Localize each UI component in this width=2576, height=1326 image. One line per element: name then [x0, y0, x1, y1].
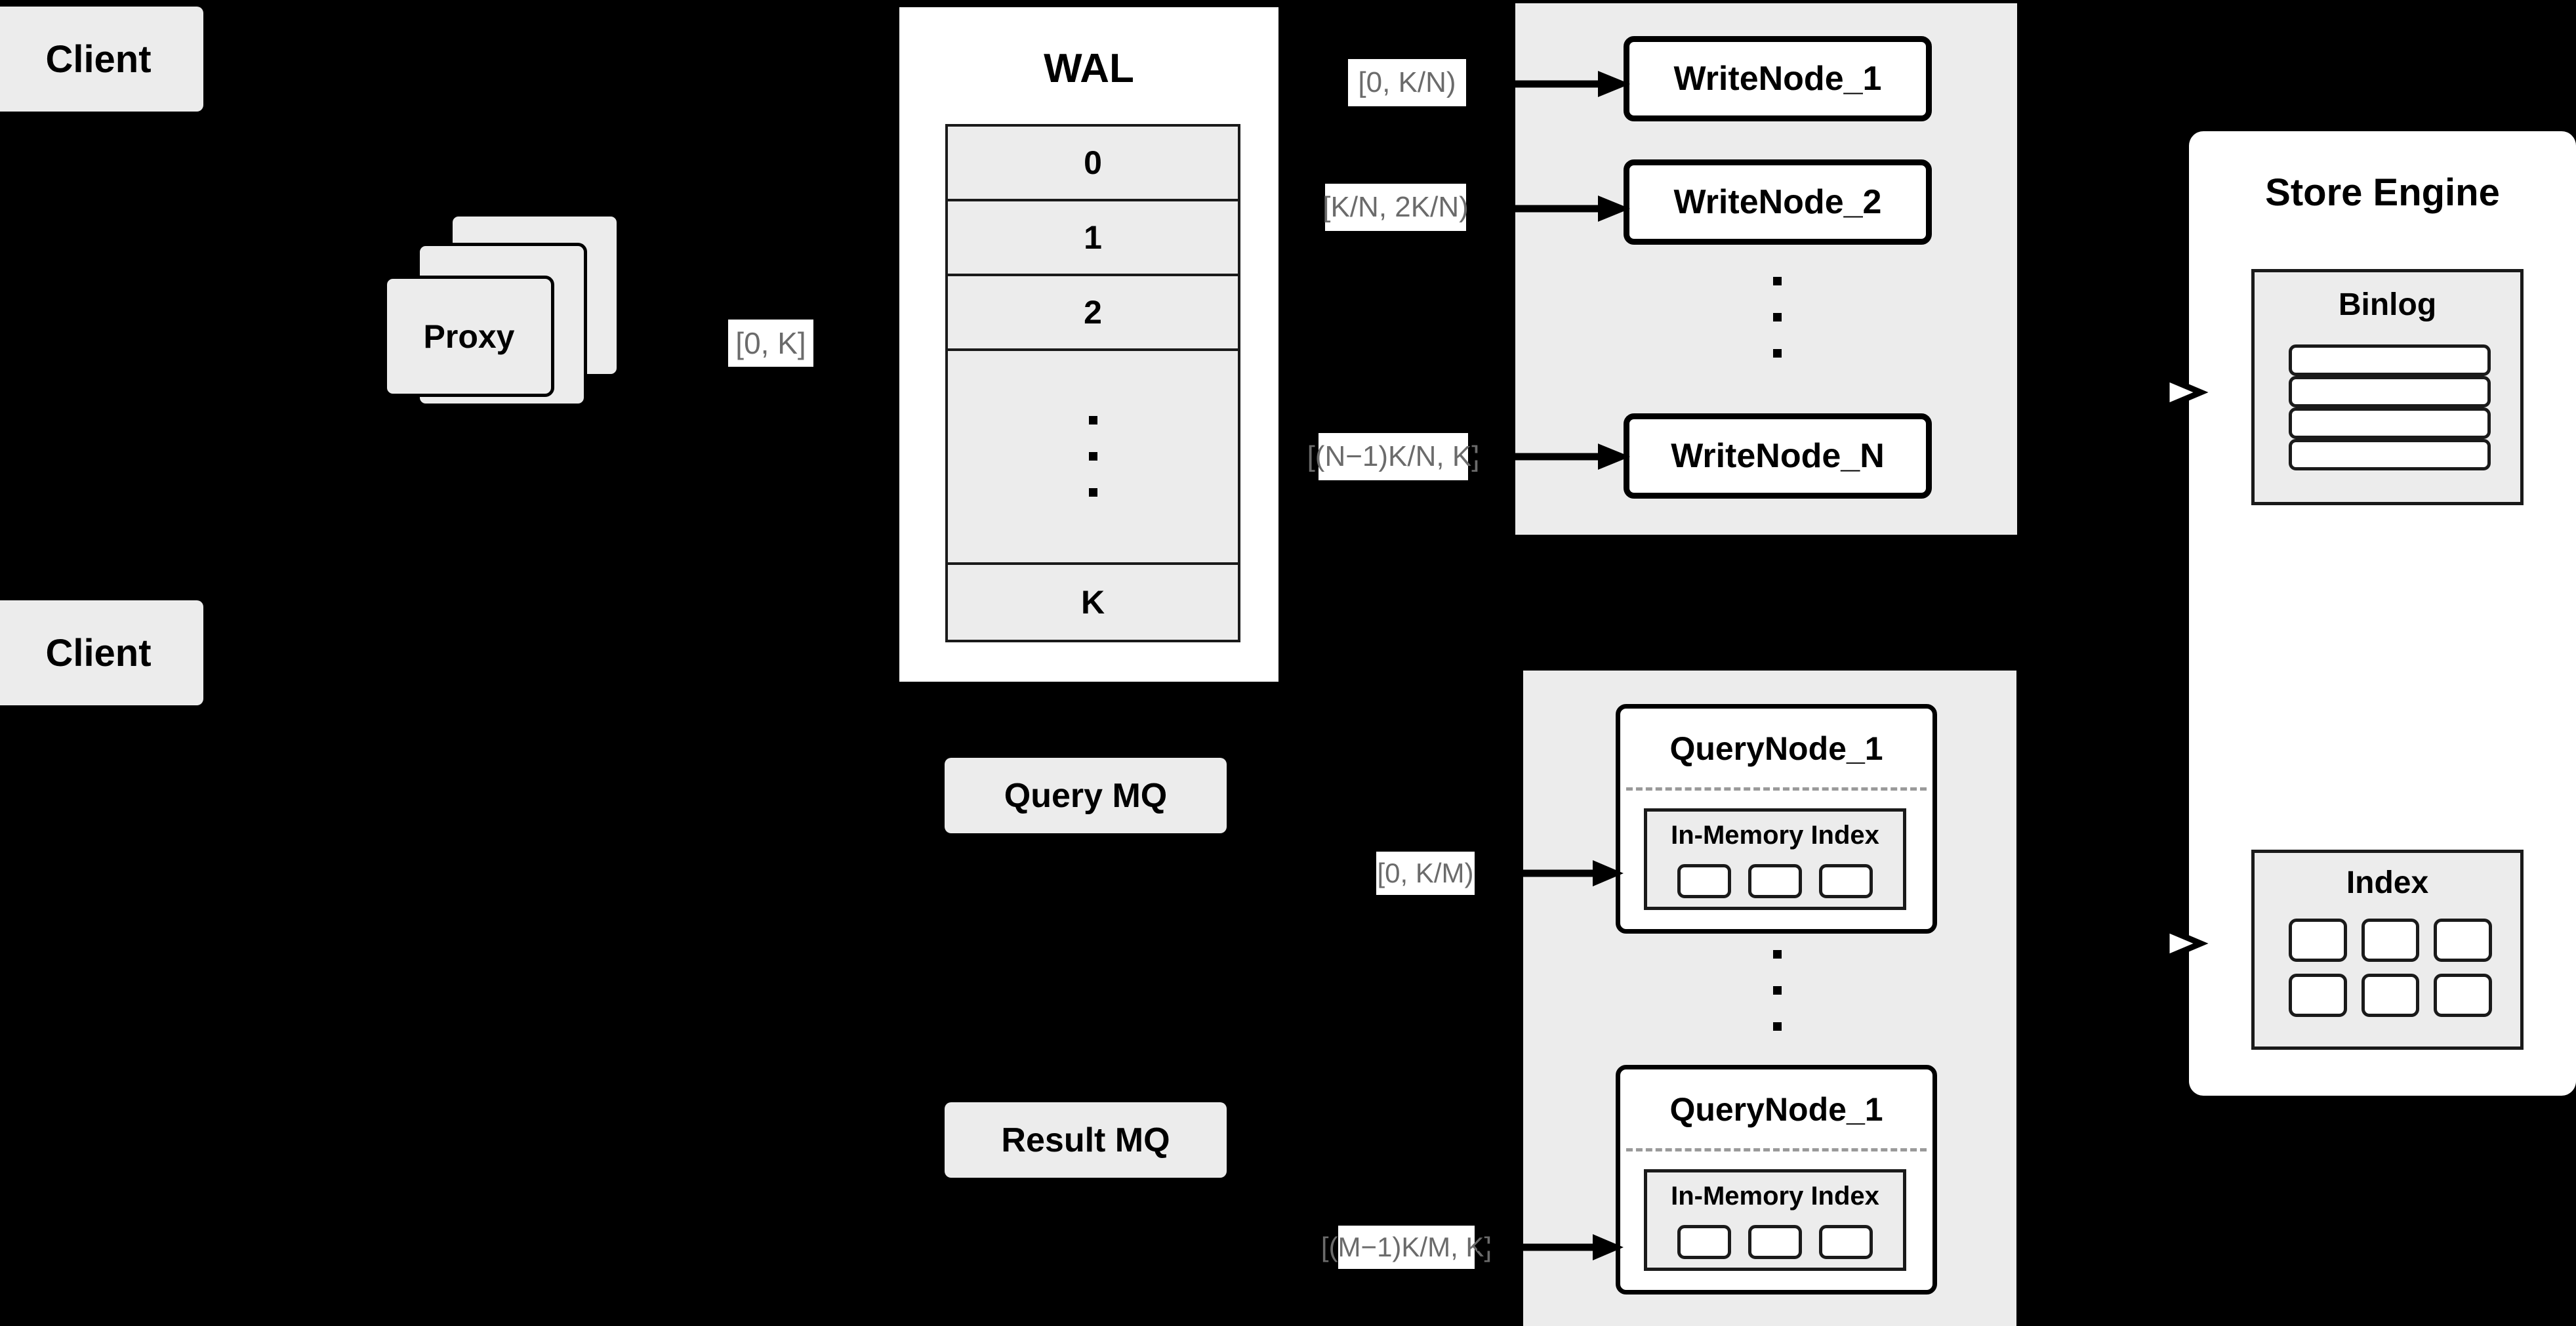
result-mq-box[interactable]: Result MQ — [945, 1102, 1227, 1178]
proxy-label: Proxy — [423, 318, 515, 355]
wal-row-ellipsis — [948, 350, 1238, 566]
index-chip[interactable] — [1819, 864, 1873, 898]
wal-row-k-label: K — [1080, 584, 1105, 621]
writenode-box-n[interactable]: WriteNode_N — [1624, 413, 1932, 499]
result-mq-label: Result MQ — [1001, 1121, 1170, 1159]
edge-label-wn2-text: [K/N, 2K/N) — [1322, 191, 1469, 223]
client-label-2: Client — [45, 631, 152, 674]
edge-label-wal-to-writenode-1: [0, K/N) — [1348, 59, 1466, 106]
wal-row-0: 0 — [948, 127, 1238, 201]
ellipsis-dot-icon — [1773, 1022, 1782, 1031]
ellipsis-dot-icon — [1773, 986, 1782, 995]
index-chip[interactable] — [1819, 1225, 1873, 1259]
arrow-to-binlog — [2125, 373, 2209, 411]
writenode-cluster-ellipsis — [1773, 277, 1782, 358]
proxy-stack[interactable]: Proxy — [384, 213, 666, 430]
in-memory-index-panel-m: In-Memory Index — [1644, 1169, 1906, 1271]
writenode-label-n: WriteNode_N — [1671, 437, 1885, 475]
index-cell[interactable] — [2361, 919, 2420, 962]
wal-row-0-label: 0 — [1084, 144, 1102, 181]
index-cell[interactable] — [2289, 974, 2347, 1017]
writenode-box-2[interactable]: WriteNode_2 — [1624, 159, 1932, 245]
querynode-divider-m — [1626, 1148, 1927, 1151]
index-cell[interactable] — [2289, 919, 2347, 962]
client-box-2[interactable]: Client — [0, 600, 203, 705]
index-chip[interactable] — [1677, 864, 1731, 898]
ellipsis-dot-icon — [1088, 488, 1097, 497]
querynode-title-1: QueryNode_1 — [1669, 730, 1883, 767]
ellipsis-dot-icon — [1773, 277, 1782, 285]
index-title: Index — [2346, 865, 2429, 900]
index-cell[interactable] — [2434, 974, 2492, 1017]
wal-title: WAL — [1044, 46, 1134, 91]
wal-row-1-label: 1 — [1084, 218, 1102, 256]
in-memory-index-title-m: In-Memory Index — [1671, 1182, 1879, 1211]
wal-row-1: 1 — [948, 201, 1238, 276]
arrow-to-querynode-1 — [1477, 860, 1624, 886]
proxy-box[interactable]: Proxy — [384, 276, 554, 397]
wal-entry-table: 0 1 2 K — [945, 124, 1240, 642]
ellipsis-dot-icon — [1088, 452, 1097, 461]
edge-label-qnm-text: [(M−1)K/M, K] — [1320, 1232, 1492, 1262]
ellipsis-dot-icon — [1773, 349, 1782, 358]
edge-label-wn1-text: [0, K/N) — [1358, 66, 1456, 98]
in-memory-index-title-1: In-Memory Index — [1671, 821, 1879, 850]
querynode-box-1[interactable]: QueryNode_1 In-Memory Index — [1616, 704, 1937, 934]
index-cell[interactable] — [2361, 974, 2420, 1017]
edge-label-mq-to-querynode-m: [(M−1)K/M, K] — [1321, 1226, 1492, 1269]
index-chip[interactable] — [1677, 1225, 1731, 1259]
query-mq-box[interactable]: Query MQ — [945, 758, 1227, 833]
writenode-label-1: WriteNode_1 — [1673, 60, 1882, 98]
wal-panel: WAL 0 1 2 K — [895, 3, 1282, 686]
store-engine-panel: Store Engine Binlog Index — [2189, 131, 2576, 1096]
ellipsis-dot-icon — [1773, 313, 1782, 321]
querynode-box-m[interactable]: QueryNode_1 In-Memory Index — [1616, 1065, 1937, 1295]
index-chip[interactable] — [1748, 1225, 1802, 1259]
edge-label-qn1-text: [0, K/M) — [1377, 858, 1474, 888]
querynode-cluster-ellipsis — [1773, 950, 1782, 1031]
binlog-bar[interactable] — [2289, 376, 2491, 407]
index-chip[interactable] — [1748, 864, 1802, 898]
arrow-to-writenode-n — [1469, 444, 1630, 470]
binlog-panel: Binlog — [2251, 269, 2524, 505]
querynode-title-m: QueryNode_1 — [1669, 1091, 1883, 1128]
query-mq-label: Query MQ — [1004, 776, 1168, 815]
client-label-1: Client — [45, 37, 152, 81]
ellipsis-dot-icon — [1088, 416, 1097, 425]
in-memory-index-chips-1 — [1662, 864, 1889, 898]
binlog-title: Binlog — [2338, 287, 2437, 322]
binlog-bar-stack — [2289, 344, 2491, 470]
edge-label-wal-to-writenode-2: [K/N, 2K/N) — [1322, 184, 1469, 231]
arrow-to-querynode-m — [1477, 1234, 1624, 1260]
ellipsis-dot-icon — [1773, 950, 1782, 959]
arrow-to-writenode-1 — [1469, 71, 1630, 97]
in-memory-index-chips-m — [1662, 1225, 1889, 1259]
binlog-bar[interactable] — [2289, 439, 2491, 470]
binlog-bar[interactable] — [2289, 407, 2491, 439]
wal-row-k: K — [948, 565, 1238, 640]
arrow-to-writenode-2 — [1469, 196, 1630, 222]
index-cell[interactable] — [2434, 919, 2492, 962]
edge-label-wal-to-writenode-n: [(N−1)K/N, K] — [1307, 433, 1479, 480]
writenode-box-1[interactable]: WriteNode_1 — [1624, 36, 1932, 121]
edge-label-wnn-text: [(N−1)K/N, K] — [1307, 440, 1480, 472]
arrow-to-index — [2125, 924, 2209, 963]
client-box-1[interactable]: Client — [0, 7, 203, 112]
writenode-label-2: WriteNode_2 — [1673, 183, 1882, 221]
in-memory-index-panel-1: In-Memory Index — [1644, 808, 1906, 910]
edge-label-mq-to-querynode-1: [0, K/M) — [1376, 852, 1475, 895]
querynode-divider-1 — [1626, 787, 1927, 791]
index-cell-grid — [2289, 919, 2492, 1017]
store-engine-title: Store Engine — [2265, 171, 2500, 214]
binlog-bar[interactable] — [2289, 344, 2491, 376]
index-panel: Index — [2251, 850, 2524, 1050]
edge-label-proxy-to-wal: [0, K] — [728, 320, 813, 367]
wal-row-2: 2 — [948, 276, 1238, 351]
edge-label-proxy-to-wal-text: [0, K] — [735, 326, 806, 360]
wal-row-2-label: 2 — [1084, 293, 1102, 331]
